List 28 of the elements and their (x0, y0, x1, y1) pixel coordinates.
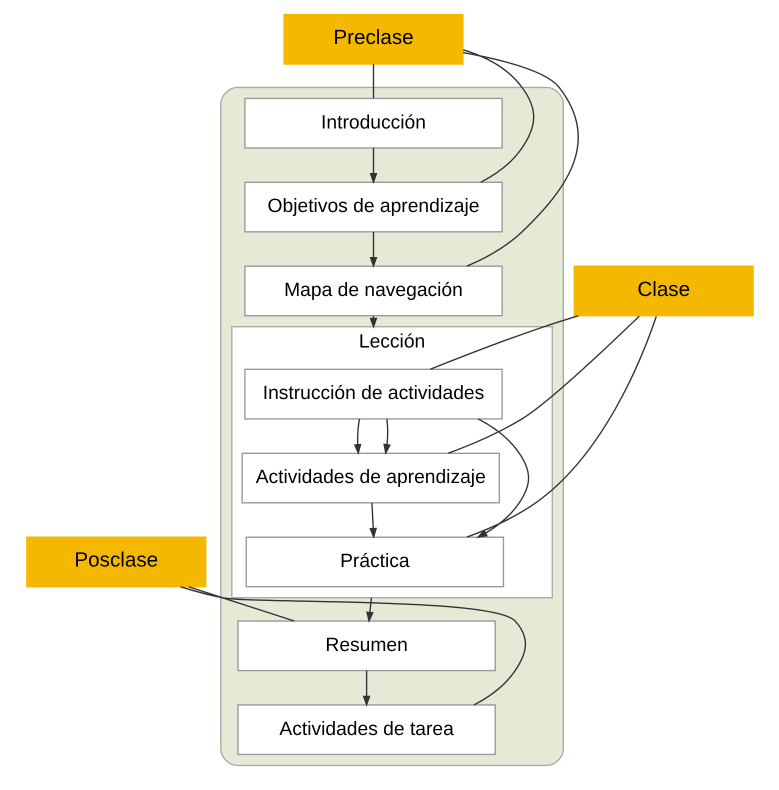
arrow (369, 231, 377, 268)
node-box: Resumen (236, 620, 496, 671)
connector (430, 314, 578, 370)
connector (372, 64, 374, 98)
connector (188, 586, 294, 622)
node-box: Clase (573, 265, 754, 316)
connector (448, 315, 640, 454)
node-box: Actividades de tarea (236, 704, 496, 755)
node-box: Mapa de navegación (244, 265, 502, 316)
arrow (353, 418, 361, 455)
arrow (362, 670, 370, 706)
arrow (382, 418, 390, 455)
node-box: Instrucción de actividades (244, 368, 502, 420)
node-box: Introducción (244, 97, 502, 148)
arrow (369, 148, 377, 184)
node-box: Objetivos de aprendizaje (244, 181, 502, 232)
arrow (476, 418, 529, 538)
connector (462, 51, 578, 266)
connector (462, 48, 534, 182)
connector (466, 316, 656, 538)
node-box: Práctica (245, 536, 504, 587)
arrow (366, 597, 374, 622)
node-box: Actividades de aprendizaje (240, 452, 500, 503)
connector (180, 586, 526, 705)
node-box: Preclase (282, 13, 464, 64)
arrow (368, 502, 377, 538)
node-box: Posclase (26, 536, 206, 587)
cluster (220, 86, 564, 766)
